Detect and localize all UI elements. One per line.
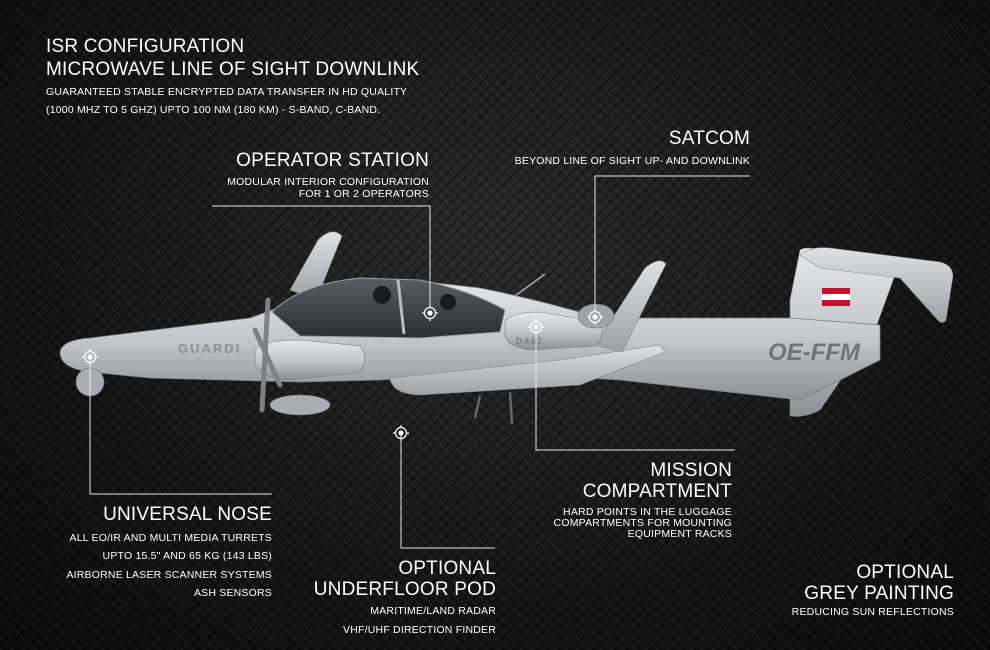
satcom-dome: [577, 303, 615, 329]
engine-lettering: DA62: [516, 336, 543, 346]
registration-marking: OE-FFM: [768, 339, 861, 366]
mission-compartment-line2: COMPARTMENTS FOR MOUNTING: [553, 517, 732, 529]
satcom-description: BEYOND LINE OF SIGHT UP- AND DOWNLINK: [514, 155, 750, 167]
mission-compartment-subtitle: COMPARTMENT: [582, 481, 732, 502]
universal-nose-line3: AIRBORNE LASER SCANNER SYSTEMS: [66, 569, 272, 581]
underfloor-pod-subtitle: UNDERFLOOR POD: [313, 579, 496, 600]
operator-station-line1: MODULAR INTERIOR CONFIGURATION: [227, 176, 429, 188]
isr-subtitle: MICROWAVE LINE OF SIGHT DOWNLINK: [46, 59, 420, 80]
universal-nose-line4: ASH SENSORS: [193, 587, 272, 599]
mission-compartment-line3: EQUIPMENT RACKS: [627, 528, 732, 540]
underfloor-pod-line2: VHF/UHF DIRECTION FINDER: [343, 624, 496, 636]
isr-description-line2: (1000 MHZ TO 5 GHZ) UPTO 100 NM (180 KM)…: [46, 104, 381, 116]
universal-nose-line1: ALL EO/IR AND MULTI MEDIA TURRETS: [69, 532, 272, 544]
isr-title: ISR CONFIGURATION: [46, 36, 245, 57]
underfloor-pod: [269, 394, 331, 416]
operator-station-line2: FOR 1 OR 2 OPERATORS: [298, 188, 429, 200]
horizontal-stabilizer: [799, 247, 954, 323]
grey-painting-description: REDUCING SUN REFLECTIONS: [791, 606, 954, 618]
austrian-flag: [822, 288, 850, 306]
operator-station-title: OPERATOR STATION: [236, 150, 429, 171]
mission-compartment-title: MISSION: [650, 460, 732, 481]
universal-nose-line2: UPTO 15.5" AND 65 KG (143 LBS): [102, 550, 272, 562]
grey-painting-title: OPTIONAL: [856, 562, 954, 583]
nose-turret: [75, 367, 105, 397]
underfloor-pod-line1: MARITIME/LAND RADAR: [370, 605, 496, 617]
satcom-title: SATCOM: [668, 128, 750, 149]
mission-compartment-line1: HARD POINTS IN THE LUGGAGE: [563, 506, 732, 518]
isr-description-line1: GUARANTEED STABLE ENCRYPTED DATA TRANSFE…: [46, 86, 408, 98]
grey-painting-subtitle: GREY PAINTING: [804, 583, 954, 604]
universal-nose-title: UNIVERSAL NOSE: [103, 504, 272, 525]
underfloor-pod-title: OPTIONAL: [398, 558, 496, 579]
nose-lettering: GUARDI: [178, 341, 241, 356]
